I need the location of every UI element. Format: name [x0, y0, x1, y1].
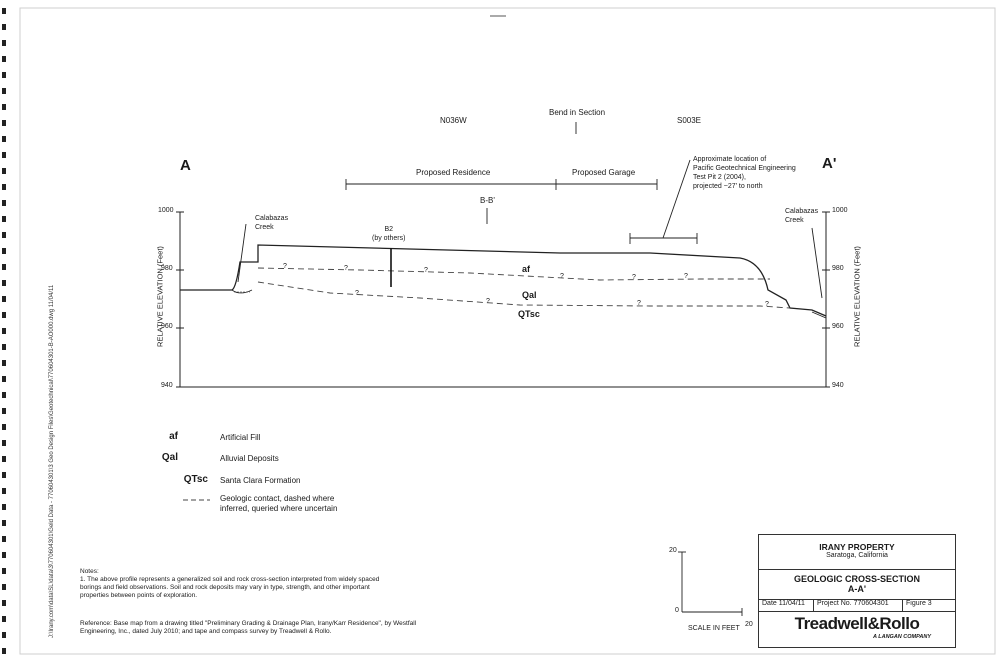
notes-block: Notes: 1. The above profile represents a…: [80, 568, 380, 599]
query-mark: ?: [637, 300, 641, 307]
query-mark: ?: [560, 273, 564, 280]
unit-af-label: af: [522, 264, 531, 274]
reference-block: Reference: Base map from a drawing title…: [80, 620, 417, 635]
legend-symbol-qal: Qal: [161, 452, 178, 463]
bearing-right: S003E: [677, 116, 702, 125]
binding-holes: [2, 8, 6, 654]
legend-symbol-qtsc: QTsc: [183, 474, 208, 485]
project-name: IRANY PROPERTY: [819, 542, 895, 552]
proposed-garage-label: Proposed Garage: [572, 168, 636, 177]
title-block-info-row: Date 11/04/11 Project No. 770604301 Figu…: [759, 599, 955, 612]
drawing-title: GEOLOGIC CROSS-SECTION: [793, 574, 920, 584]
query-mark: ?: [632, 274, 636, 281]
right-tick-980: 980: [832, 265, 844, 272]
bearing-left: N036W: [440, 116, 467, 125]
calabazas-creek-right: Calabazas Creek: [785, 208, 819, 224]
right-tick-1000: 1000: [832, 207, 848, 214]
query-mark: ?: [283, 263, 287, 270]
drawing-date: Date 11/04/11: [762, 600, 805, 607]
legend-text-qtsc: Santa Clara Formation: [220, 476, 301, 485]
company-logo: Treadwell&Rollo: [794, 614, 920, 633]
contact-af-qal: [257, 267, 770, 281]
section-end-a: A: [180, 157, 191, 174]
query-mark: ?: [424, 267, 428, 274]
left-tick-1000: 1000: [158, 207, 174, 214]
ground-surface: [180, 244, 827, 317]
legend-symbol-af: af: [169, 431, 178, 442]
contact-qal-qtsc: [257, 281, 791, 309]
boring-b2-label: B2 (by others): [372, 226, 406, 242]
drawing-subtitle: A-A': [847, 584, 867, 594]
title-block-title: GEOLOGIC CROSS-SECTION A-A': [759, 569, 955, 600]
scale-bar: [678, 551, 743, 616]
left-tick-980: 980: [161, 265, 173, 272]
title-block-project: IRANY PROPERTY Saratoga, California: [759, 535, 955, 570]
scale-v-bottom: 0: [675, 607, 679, 614]
left-tick-960: 960: [161, 323, 173, 330]
figure-number: Figure 3: [906, 600, 932, 607]
query-mark: ?: [486, 298, 490, 305]
scale-h-right: 20: [745, 621, 753, 628]
proposed-residence-label: Proposed Residence: [416, 168, 491, 177]
section-end-a-prime: A': [822, 155, 837, 172]
unit-qal-label: Qal: [522, 290, 537, 300]
left-tick-940: 940: [161, 382, 173, 389]
project-number: Project No. 770604301: [817, 600, 889, 607]
query-mark: ?: [344, 265, 348, 272]
query-mark: ?: [765, 301, 769, 308]
query-mark: ?: [684, 273, 688, 280]
y-axis-label-right: RELATIVE ELEVATION (Feet): [852, 246, 862, 347]
right-tick-960: 960: [832, 323, 844, 330]
file-path: J:\Irany.com\data\SL\data\3\770604301\Ge…: [49, 284, 55, 638]
calabazas-creek-left: Calabazas Creek: [255, 215, 289, 231]
company-block: Treadwell&Rollo A LANGAN COMPANY: [759, 611, 955, 647]
legend-text-qal: Alluvial Deposits: [220, 454, 279, 463]
scale-v-top: 20: [669, 547, 677, 554]
bend-label: Bend in Section: [549, 108, 606, 117]
title-block: IRANY PROPERTY Saratoga, California GEOL…: [758, 534, 956, 648]
unit-qtsc-label: QTsc: [518, 309, 540, 319]
test-pit-note: Approximate location of Pacific Geotechn…: [693, 156, 796, 190]
company-subtitle: A LANGAN COMPANY: [872, 634, 931, 640]
right-tick-940: 940: [832, 382, 844, 389]
legend-text-contact: Geologic contact, dashed where inferred,…: [220, 494, 338, 513]
query-mark: ?: [355, 290, 359, 297]
scale-label: SCALE IN FEET: [688, 625, 740, 632]
legend-text-af: Artificial Fill: [220, 433, 261, 442]
y-axis-label-left: RELATIVE ELEVATION (Feet): [155, 246, 165, 347]
project-location: Saratoga, California: [826, 552, 888, 559]
bb-label: B-B': [480, 196, 495, 205]
